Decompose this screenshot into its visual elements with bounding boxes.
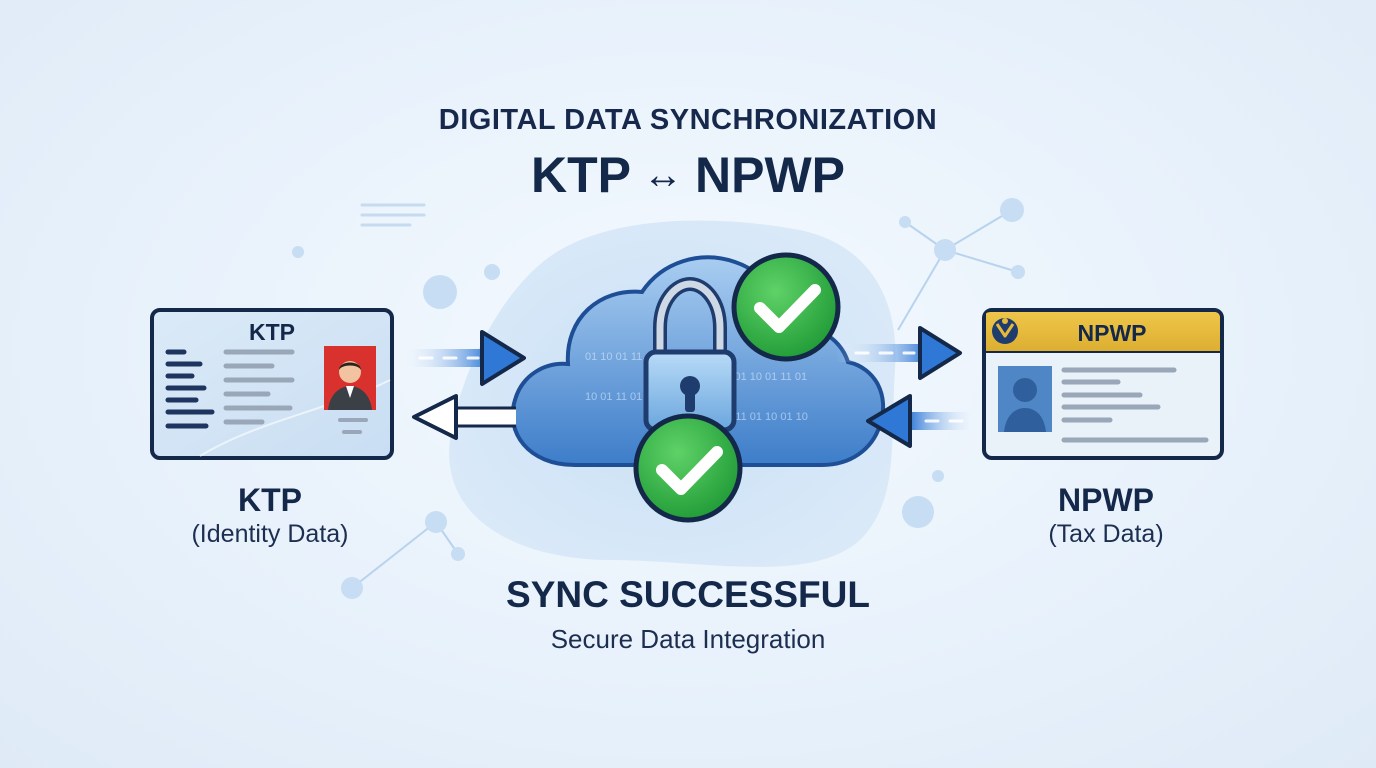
check-badge-icon <box>731 252 841 362</box>
check-badge-icon <box>633 413 743 523</box>
binary-stream: 01 11 01 10 01 10 <box>720 411 808 423</box>
page-subtitle: DIGITAL DATA SYNCHRONIZATION <box>438 104 938 136</box>
tax-emblem-icon <box>992 318 1018 344</box>
npwp-caption-title: NPWP <box>1058 482 1154 518</box>
ktp-caption-title: KTP <box>238 482 302 518</box>
page-title: KTP ↔ NPWP <box>388 146 988 204</box>
bidirectional-arrow-icon: ↔ <box>643 153 683 197</box>
npwp-card-header: NPWP <box>1078 320 1147 346</box>
ktp-photo <box>324 346 376 410</box>
sync-status-title: SYNC SUCCESSFUL <box>506 574 870 615</box>
arrow-ktp-to-cloud <box>398 330 526 386</box>
ktp-card: KTP <box>150 308 394 460</box>
ktp-card-header: KTP <box>249 319 295 345</box>
arrow-cloud-to-ktp <box>412 394 516 440</box>
network-decoration-right <box>897 198 1025 528</box>
title-ktp: KTP <box>531 147 631 203</box>
npwp-card: NPWP <box>982 308 1224 460</box>
npwp-card-text-lines <box>1061 367 1209 443</box>
sync-status-subtitle: Secure Data Integration <box>550 624 826 654</box>
title-npwp: NPWP <box>695 147 845 203</box>
ktp-card-text-lines <box>165 349 368 434</box>
network-decoration-left <box>292 246 500 599</box>
decorative-lines <box>360 203 426 227</box>
lock-icon <box>643 276 737 433</box>
arrow-npwp-to-cloud <box>866 394 980 448</box>
arrow-cloud-to-npwp <box>836 326 962 380</box>
ktp-caption-subtitle: (Identity Data) <box>191 520 349 548</box>
binary-stream: 11 01 10 01 11 01 <box>720 371 807 383</box>
npwp-photo <box>998 366 1052 432</box>
npwp-caption-subtitle: (Tax Data) <box>1048 520 1164 548</box>
